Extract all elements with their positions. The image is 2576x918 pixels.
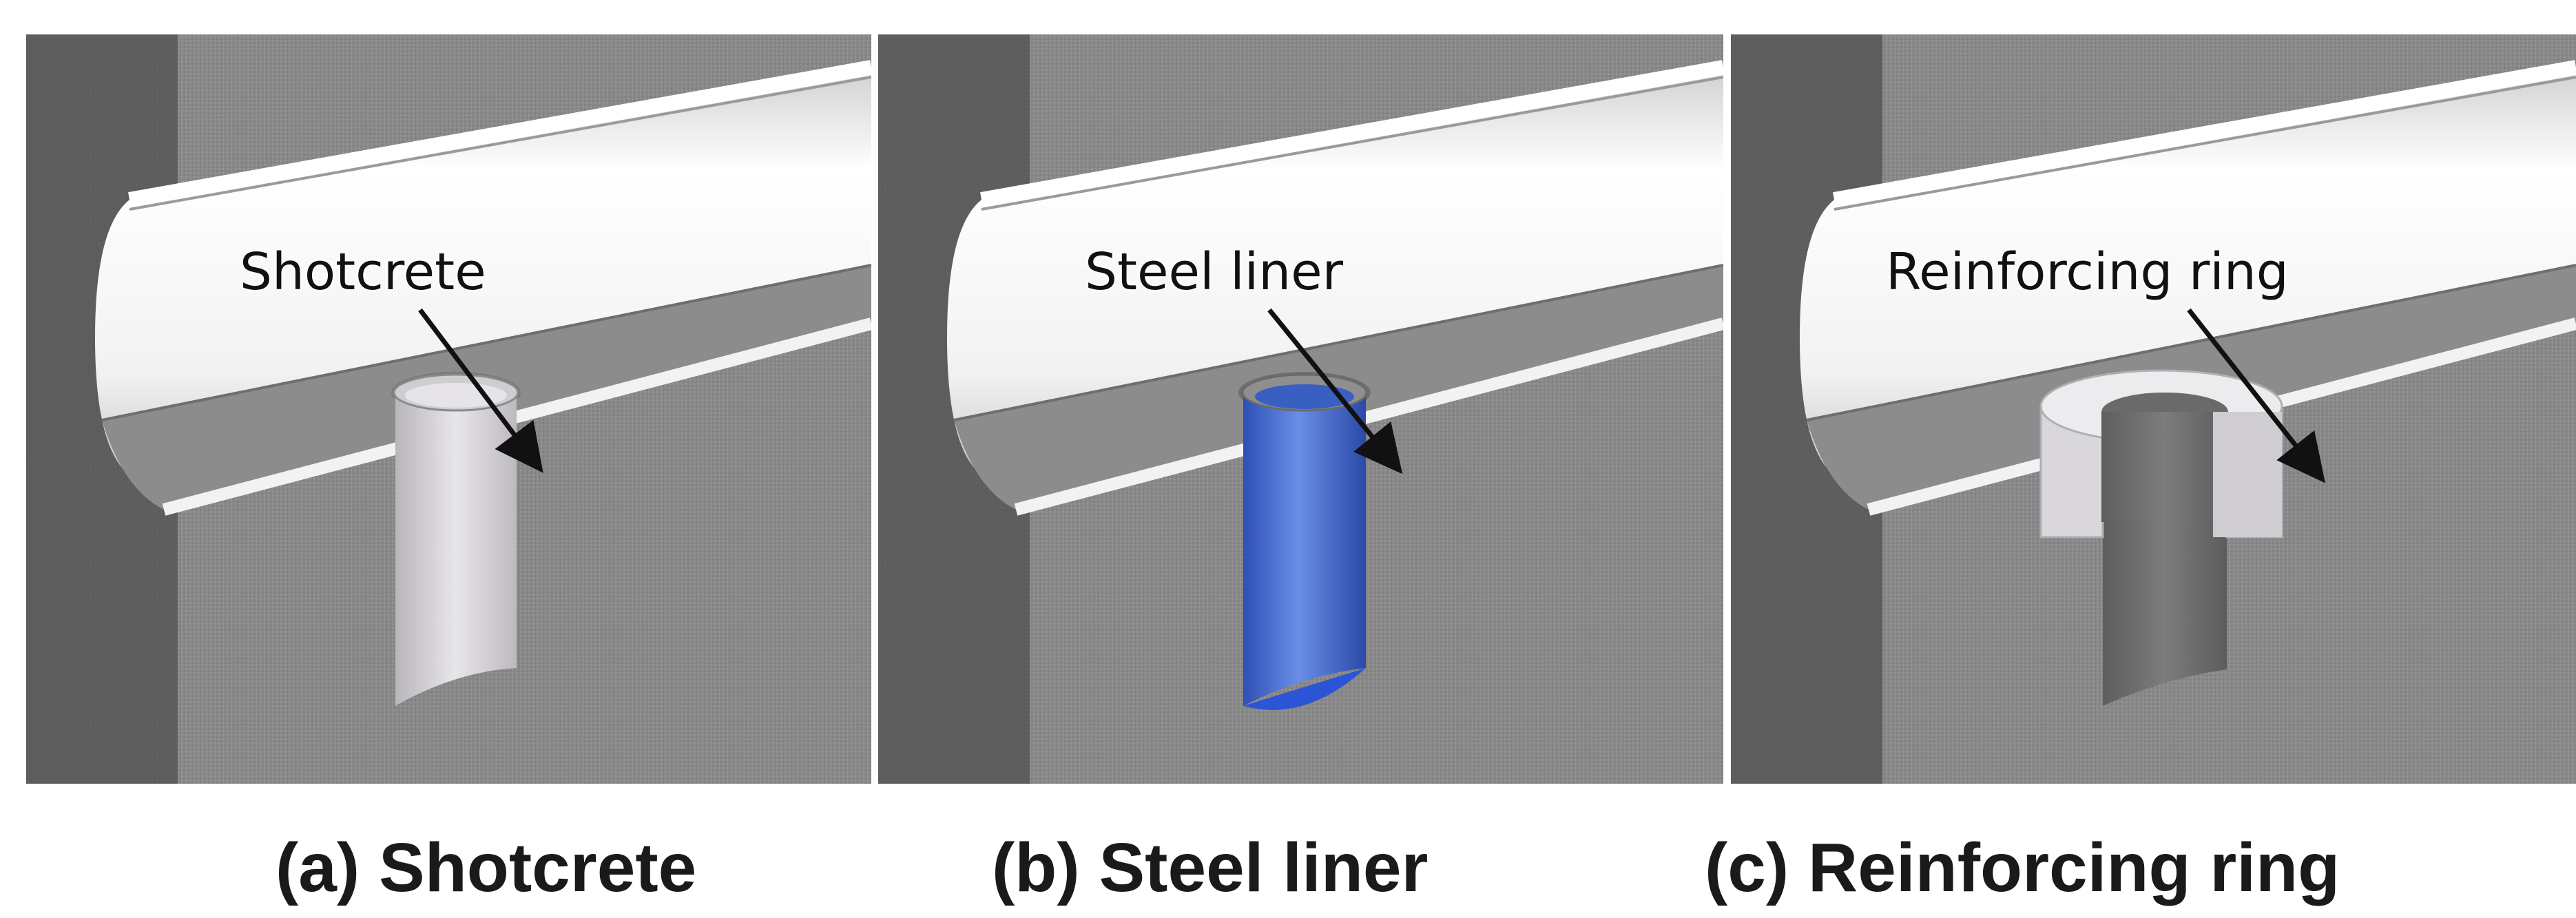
panel-reinforcing-ring: Reinforcing ring — [1731, 34, 2576, 784]
panel-shotcrete: Shotcrete — [26, 34, 871, 784]
caption-shotcrete: (a) Shotcrete — [276, 829, 697, 906]
tunnel-illustration-steel-liner — [878, 34, 1723, 784]
callout-label: Steel liner — [1085, 242, 1344, 302]
callout-label: Shotcrete — [240, 242, 486, 302]
panel-steel-liner: Steel liner — [878, 34, 1723, 784]
caption-reinforcing-ring: (c) Reinforcing ring — [1705, 829, 2340, 906]
callout-label: Reinforcing ring — [1886, 242, 2289, 302]
callout-arrow — [1267, 308, 1403, 474]
tunnel-tube — [947, 67, 1723, 475]
shaft-steel-liner — [1238, 372, 1371, 710]
callout-arrow — [418, 308, 543, 473]
tunnel-illustration-reinforcing-ring — [1731, 34, 2576, 784]
tunnel-illustration-shotcrete — [26, 34, 871, 784]
tunnel-tube — [1800, 67, 2576, 475]
tunnel-tube — [95, 67, 871, 475]
shaft-reinforcing-ring — [2039, 369, 2283, 706]
caption-steel-liner: (b) Steel liner — [992, 829, 1429, 906]
callout-arrow — [2187, 308, 2325, 483]
shaft-shotcrete — [391, 372, 521, 706]
